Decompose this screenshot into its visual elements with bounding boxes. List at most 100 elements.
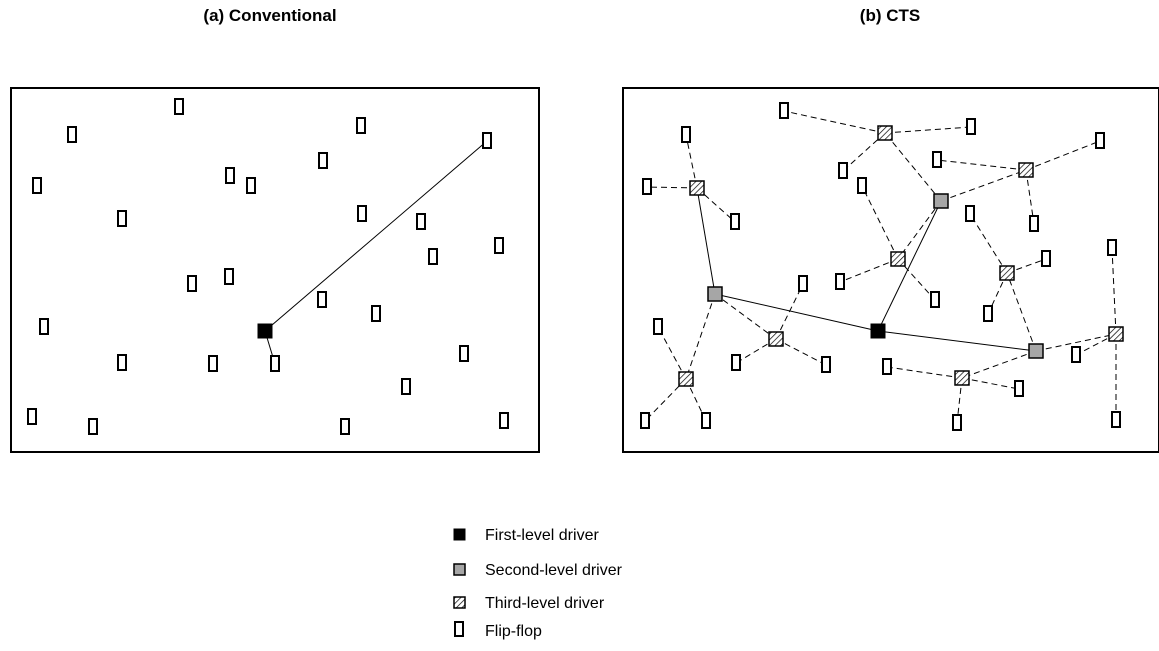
clock-wire [861, 185, 899, 260]
flip-flop [952, 414, 962, 431]
clock-wire [956, 377, 963, 424]
flip-flop [838, 162, 848, 179]
flip-flop [32, 177, 42, 194]
clock-wire [646, 186, 698, 189]
clock-wire [969, 213, 1008, 274]
flip-flop [246, 177, 256, 194]
flip-flop [642, 178, 652, 195]
flip-flop [640, 412, 650, 429]
flip-flop [798, 275, 808, 292]
clock-wire [936, 159, 1027, 171]
panel-a-conventional [27, 98, 509, 435]
first-level-driver [257, 323, 273, 339]
third-level-driver [1108, 326, 1124, 342]
third-level-driver [954, 370, 970, 386]
flip-flop [117, 354, 127, 371]
flip-flop [1014, 380, 1024, 397]
clock-wire [685, 378, 707, 422]
clock-wire [1006, 258, 1047, 274]
flip-flop [983, 305, 993, 322]
legend-label-flip-flop: Flip-flop [485, 623, 542, 640]
flip-flop [653, 318, 663, 335]
flip-flop [208, 355, 218, 372]
clock-wire [961, 350, 1037, 379]
clock-wire [783, 110, 886, 134]
flip-flop [1041, 250, 1051, 267]
clock-wire [714, 293, 879, 332]
clock-wire [775, 283, 804, 340]
second-level-driver [933, 193, 949, 209]
panel-a-frame [10, 87, 540, 453]
flip-flop [731, 354, 741, 371]
clock-wire [735, 338, 777, 364]
third-level-driver [1018, 162, 1034, 178]
legend-item-first-level: First-level driver [453, 527, 599, 544]
flip-flop [88, 418, 98, 435]
legend-item-second-level: Second-level driver [453, 562, 623, 579]
clock-wire [264, 140, 488, 332]
clock-wire [940, 169, 1027, 202]
third-level-driver [877, 125, 893, 141]
flip-flop [965, 205, 975, 222]
first-level-driver-icon [453, 528, 466, 541]
flip-flop [356, 117, 366, 134]
clock-wire [897, 200, 942, 260]
flip-flop [681, 126, 691, 143]
third-level-driver-icon [453, 596, 466, 609]
flip-flop [779, 102, 789, 119]
flip-flop [730, 213, 740, 230]
panel-b-cts [640, 102, 1124, 431]
flip-flop [174, 98, 184, 115]
flip-flop [371, 305, 381, 322]
flip-flop [882, 358, 892, 375]
clock-wire [696, 187, 736, 223]
flip-flop [1095, 132, 1105, 149]
flip-flop [1071, 346, 1081, 363]
first-level-driver [870, 323, 886, 339]
second-level-driver-icon [453, 563, 466, 576]
legend-label-second-level: Second-level driver [485, 562, 623, 579]
clock-wire [987, 272, 1008, 315]
flip-flop [401, 378, 411, 395]
flip-flop [416, 213, 426, 230]
legend-item-third-level: Third-level driver [453, 595, 605, 612]
third-level-driver [890, 251, 906, 267]
flip-flop [428, 248, 438, 265]
flip-flop [482, 132, 492, 149]
flip-flop [340, 418, 350, 435]
clock-wire [1111, 247, 1117, 335]
clock-wire [1006, 272, 1037, 352]
panel-b-title: (b) CTS [860, 6, 920, 25]
legend-label-first-level: First-level driver [485, 527, 599, 544]
clock-wire [685, 134, 698, 189]
clock-wire [696, 187, 716, 295]
clock-wire [886, 366, 963, 379]
legend: First-level driver Second-level driver T… [453, 527, 623, 640]
flip-flop [459, 345, 469, 362]
flip-flop [1107, 239, 1117, 256]
flip-flop [117, 210, 127, 227]
flip-flop [224, 268, 234, 285]
clock-wire [685, 293, 716, 380]
panel-b-frame [622, 87, 1159, 453]
flip-flop [318, 152, 328, 169]
second-level-driver [707, 286, 723, 302]
flip-flop [67, 126, 77, 143]
clock-wire [877, 200, 942, 332]
flip-flop [1029, 215, 1039, 232]
clock-wire [884, 132, 942, 202]
clock-wire [961, 377, 1020, 390]
legend-label-third-level: Third-level driver [485, 595, 605, 612]
clock-wire [839, 258, 899, 283]
flip-flop [317, 291, 327, 308]
flip-flop [701, 412, 711, 429]
flip-flop [932, 151, 942, 168]
flip-flop [494, 237, 504, 254]
legend-item-flip-flop: Flip-flop [454, 621, 542, 640]
clock-wire [884, 126, 972, 134]
clock-wire [1025, 140, 1101, 171]
third-level-driver [689, 180, 705, 196]
flip-flop [1111, 411, 1121, 428]
flip-flop [357, 205, 367, 222]
